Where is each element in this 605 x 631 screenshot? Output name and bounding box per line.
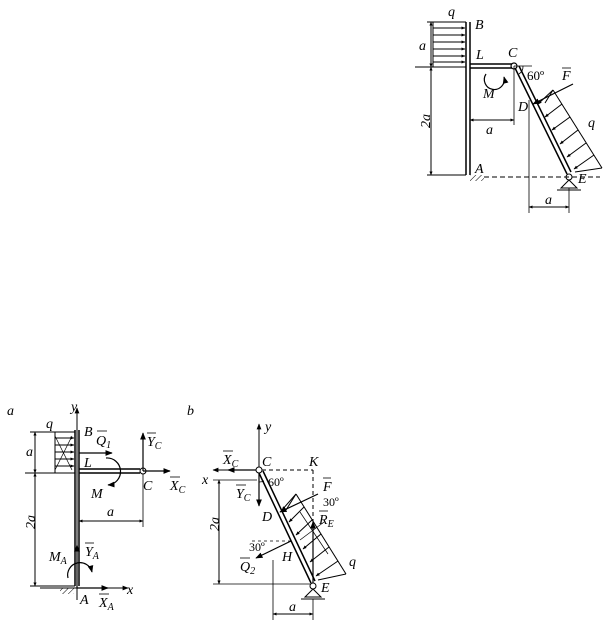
- panel-a-label-XA: XA: [98, 596, 115, 613]
- panel-a-label-YA: YA: [85, 545, 100, 562]
- top-label-F: F: [561, 69, 571, 84]
- top-label-M: M: [482, 87, 496, 102]
- panel-b-label-y: y: [263, 420, 272, 435]
- panel-b-label-H: H: [281, 550, 293, 565]
- panel-b-label-angle60: 60º: [268, 475, 284, 489]
- panel-a-dimensions: [30, 431, 144, 587]
- top-ground-A: [470, 175, 484, 181]
- panel-a-label-B: B: [84, 425, 93, 440]
- panel-b-label-a-bottom: a: [289, 600, 296, 615]
- panel-b-label-angle30r: 30º: [323, 495, 339, 509]
- panel-b-tag: b: [187, 404, 194, 419]
- panel-a-label-MA: MA: [48, 550, 68, 567]
- panel-b-force-Q2: [255, 540, 292, 559]
- top-label-B: B: [475, 18, 484, 33]
- panel-b-force-F: [279, 493, 319, 513]
- panel-b-dimensions: [213, 479, 314, 620]
- panel-a-label-C: C: [143, 479, 153, 494]
- top-label-C: C: [508, 46, 518, 61]
- panel-a-label-x: x: [126, 583, 134, 598]
- top-label-2a: 2a: [419, 114, 434, 128]
- panel-b-inclined-bar: [258, 470, 316, 584]
- panel-b-label-RE: RE: [318, 513, 334, 530]
- top-label-angle: 60º: [527, 68, 544, 83]
- top-moment-M: [483, 73, 509, 91]
- top-column-AB: [465, 22, 471, 175]
- panel-a-label-L: L: [83, 456, 92, 471]
- panel-b-label-x: x: [201, 473, 209, 488]
- panel-b-label-D: D: [261, 510, 272, 525]
- top-distributed-load-q2: [537, 89, 603, 173]
- panel-a-label-a-left: a: [26, 445, 33, 460]
- panel-b-distributed-load: [281, 493, 347, 581]
- panel-a-label-Q1: Q1: [96, 434, 111, 451]
- top-label-L: L: [475, 48, 484, 63]
- top-inclined-bar-CE: [514, 65, 572, 175]
- panel-a-label-a-mid: a: [107, 505, 114, 520]
- top-label-a-mid: a: [486, 123, 493, 138]
- panel-a-label-y: y: [69, 400, 78, 415]
- panel-b-label-Q2: Q2: [240, 560, 255, 577]
- top-force-F: [532, 83, 574, 105]
- top-beam-LC: [470, 63, 512, 69]
- panel-a-moment-M: [105, 457, 122, 488]
- panel-a-beam: [79, 468, 140, 474]
- top-label-D: D: [517, 100, 528, 115]
- panel-a-moment-MA: [67, 562, 94, 579]
- panel-a-label-2a: 2a: [24, 515, 39, 529]
- panel-a-ground: [60, 588, 74, 594]
- panel-a-distributed-load: [25, 431, 75, 474]
- panel-b-label-F: F: [322, 480, 332, 495]
- panel-b-label-2a: 2a: [208, 517, 223, 531]
- panel-a-label-M: M: [90, 487, 104, 502]
- top-distributed-load-q: [432, 21, 466, 68]
- panel-a: a: [7, 400, 186, 613]
- panel-b-label-q: q: [349, 555, 356, 570]
- panel-b-label-angle30l: 30º: [249, 540, 265, 554]
- panel-b: b: [187, 404, 356, 620]
- panel-a-label-A: A: [79, 593, 89, 608]
- panel-b-label-K: K: [308, 455, 319, 470]
- top-label-q: q: [448, 5, 455, 20]
- panel-a-label-XC: XC: [169, 479, 186, 496]
- panel-a-label-q: q: [46, 417, 53, 432]
- top-label-a-bottom: a: [545, 193, 552, 208]
- panel-a-label-YC: YC: [147, 435, 162, 452]
- panel-b-label-E: E: [320, 581, 330, 596]
- top-label-a-left: a: [419, 39, 426, 54]
- panel-b-support-E: [301, 582, 325, 600]
- panel-b-label-XC: XC: [222, 453, 239, 470]
- panel-b-label-C: C: [262, 455, 272, 470]
- panel-a-tag: a: [7, 404, 14, 419]
- panel-a-column: [74, 430, 80, 586]
- top-dimensions: [415, 21, 600, 213]
- top-label-A: A: [474, 162, 484, 177]
- top-label-q-right: q: [588, 116, 595, 131]
- top-label-E: E: [577, 172, 587, 187]
- top-figure: q B a L C 60º F M D q 2a a A E a: [415, 5, 603, 213]
- panel-b-label-YC: YC: [236, 487, 251, 504]
